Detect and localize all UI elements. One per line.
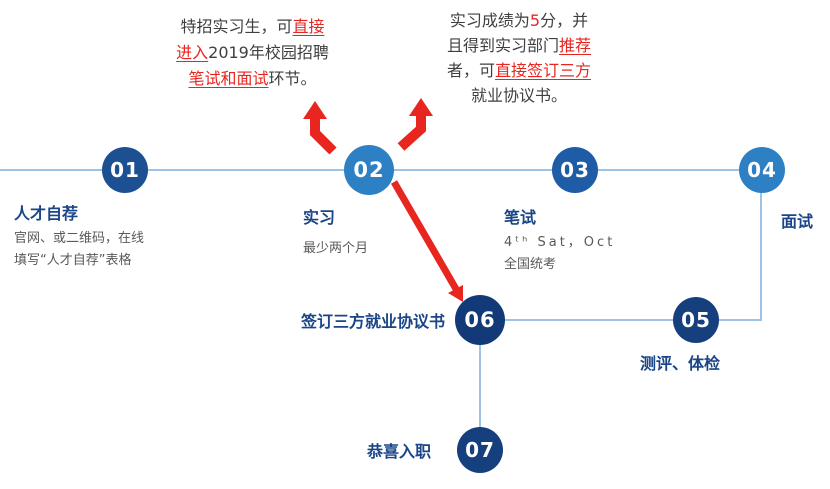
note-text: 且得到实习部门 — [446, 36, 559, 55]
step-circle-04: 04 — [739, 147, 785, 193]
step-title-written-exam: 笔试 — [504, 208, 537, 227]
connector-step06-to-step07 — [479, 320, 481, 451]
step-circle-05: 05 — [673, 297, 719, 343]
note-line: 实习成绩为5分，并 — [410, 8, 628, 33]
note-internship-score-offer: 实习成绩为5分，并 且得到实习部门推荐 者，可直接签订三方 就业协议书。 — [410, 8, 628, 108]
bent-arrow-left-icon — [303, 101, 337, 155]
note-line: 笔试和面试环节。 — [160, 66, 345, 92]
note-text: 就业协议书。 — [470, 86, 567, 105]
note-text: 环节。 — [268, 69, 317, 88]
note-text-highlight: 5 — [529, 11, 541, 30]
step-desc-self-recommendation: 官网、或二维码，在线 填写“人才自荐”表格 — [14, 228, 144, 272]
note-text: 2019年校园招聘 — [208, 43, 329, 62]
note-internship-fast-track: 特招实习生，可直接 进入2019年校园招聘 笔试和面试环节。 — [160, 14, 345, 92]
step-title-interview: 面试 — [781, 212, 814, 231]
note-text-highlight: 推荐 — [559, 36, 592, 55]
step-title-assessment-physical: 测评、体检 — [640, 354, 721, 373]
connector-step05-to-step06 — [480, 319, 762, 321]
step-circle-01: 01 — [102, 147, 148, 193]
desc-line: 4ᵗʰ Sat，Oct — [504, 235, 616, 250]
note-text-highlight: 进入 — [176, 43, 209, 62]
note-line: 者，可直接签订三方 — [410, 58, 628, 83]
step-desc-written-exam: 4ᵗʰ Sat，Oct 全国统考 — [504, 232, 615, 276]
diagonal-arrow-02-to-06-icon — [390, 180, 463, 302]
note-text-highlight: 直接 — [292, 17, 325, 36]
note-line: 就业协议书。 — [410, 83, 628, 108]
desc-line: 最少两个月 — [303, 241, 369, 256]
step-title-internship: 实习 — [303, 208, 336, 227]
desc-line: 全国统考 — [504, 257, 557, 272]
connector-step04-to-step05 — [760, 170, 762, 321]
step-circle-06: 06 — [455, 295, 505, 345]
desc-line: 官网、或二维码，在线 — [14, 231, 145, 246]
note-text-highlight: 直接签订三方 — [495, 61, 592, 80]
note-text: 者，可 — [446, 61, 495, 80]
note-text: 分，并 — [540, 11, 589, 30]
note-text: 实习成绩为 — [449, 11, 530, 30]
note-line: 特招实习生，可直接 — [160, 14, 345, 40]
step-circle-03: 03 — [552, 147, 598, 193]
note-line: 进入2019年校园招聘 — [160, 40, 345, 66]
step-title-self-recommendation: 人才自荐 — [14, 204, 79, 223]
desc-line: 填写“人才自荐”表格 — [14, 253, 132, 268]
step-circle-07: 07 — [457, 427, 503, 473]
note-line: 且得到实习部门推荐 — [410, 33, 628, 58]
note-text: 特招实习生，可 — [180, 17, 293, 36]
step-title-onboard: 恭喜入职 — [367, 442, 432, 461]
step-circle-02: 02 — [344, 145, 394, 195]
note-text-highlight: 笔试和面试 — [188, 69, 269, 88]
step-title-sign-agreement: 签订三方就业协议书 — [300, 312, 445, 331]
step-desc-internship: 最少两个月 — [303, 238, 368, 260]
